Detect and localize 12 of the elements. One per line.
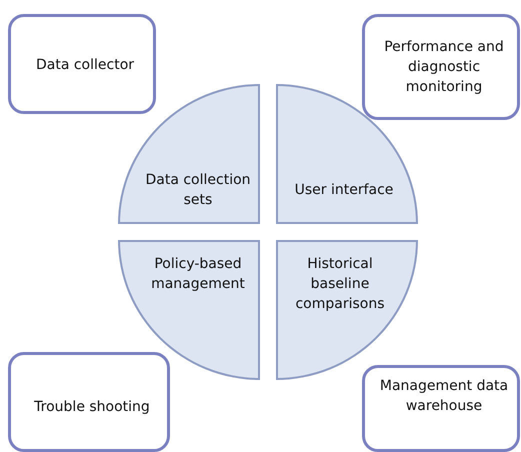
node-label: Data collector (34, 56, 136, 75)
node-label: Policy-based management (150, 255, 246, 294)
node-label: Historical baseline comparisons (294, 255, 386, 314)
label-box (362, 14, 520, 120)
node-label: User interface (294, 181, 394, 200)
node-label: Performance and diagnostic monitoring (383, 38, 505, 97)
label-box (8, 352, 170, 452)
node-label: Management data warehouse (378, 377, 510, 416)
node-label: Data collection sets (144, 171, 252, 210)
label-box (8, 14, 156, 114)
node-label: Trouble shooting (33, 398, 151, 417)
label-box (362, 365, 520, 452)
